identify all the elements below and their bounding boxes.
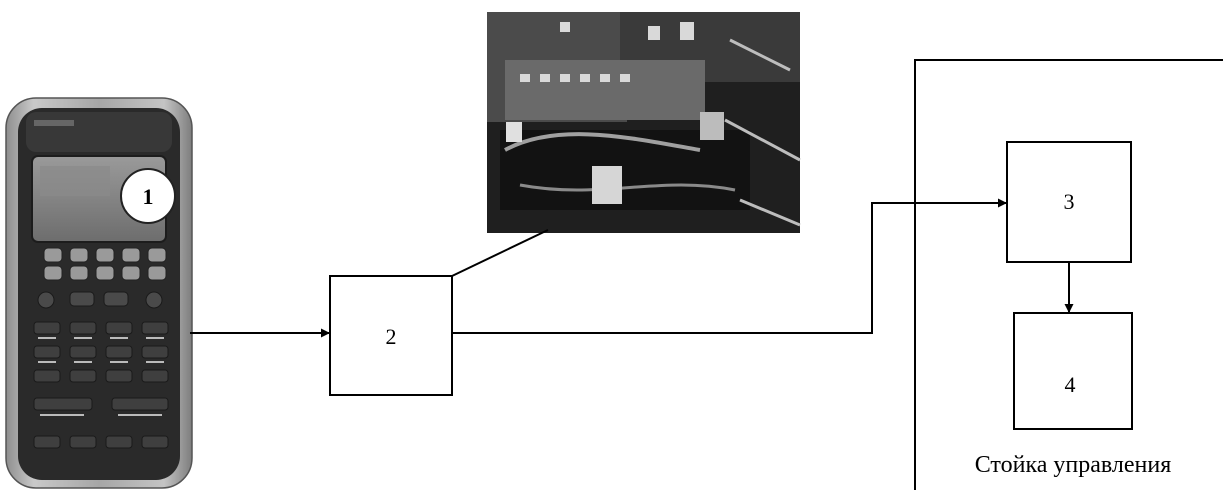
arrow-block-2-to-block-3 [452, 198, 1007, 334]
block-3: 3 [1006, 141, 1132, 263]
callout-1: 1 [120, 168, 176, 224]
connectors [190, 198, 1074, 338]
block-2: 2 [329, 275, 453, 396]
line-block-2-to-photo [451, 229, 549, 277]
block-4: 4 [1013, 312, 1133, 430]
callout-1-label: 1 [143, 184, 154, 209]
block-3-label: 3 [1064, 189, 1075, 214]
block-4-label: 4 [1065, 372, 1076, 397]
control-rack: 3 4 Стойка управления [914, 59, 1223, 490]
rack-caption: Стойка управления [975, 452, 1172, 478]
block-2-label: 2 [386, 324, 397, 349]
equipment-photo [487, 12, 801, 233]
handheld-device-image [5, 97, 193, 489]
